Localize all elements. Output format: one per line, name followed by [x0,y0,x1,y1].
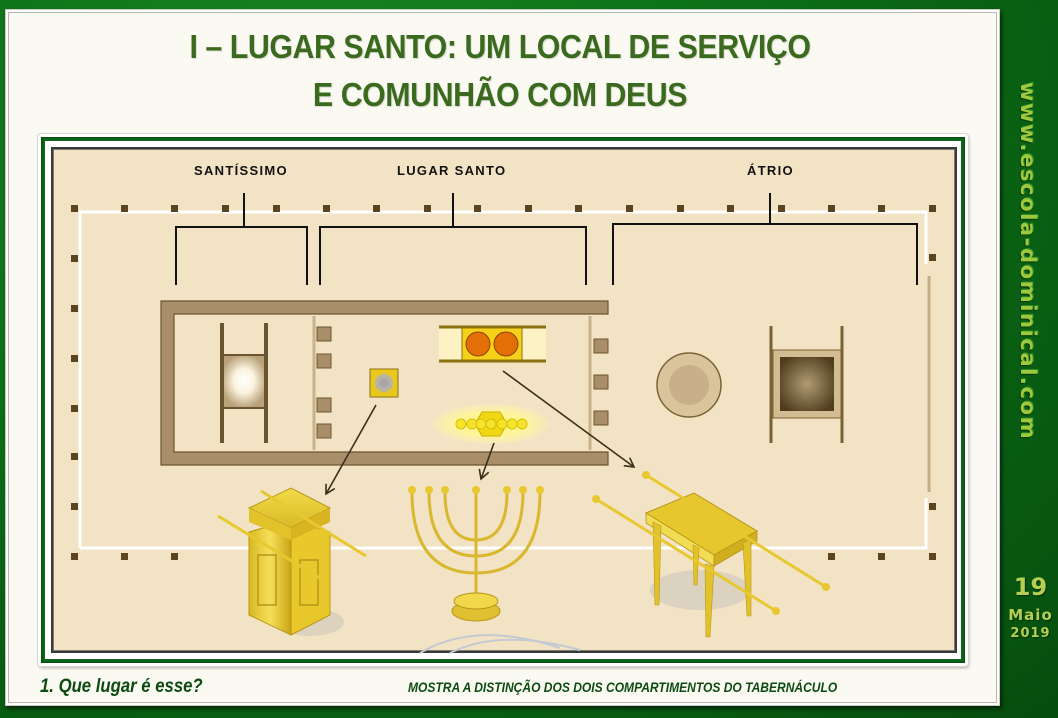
question-text: 1. Que lugar é esse? [40,676,203,697]
veil-pillars [316,326,609,439]
tabernacle-walls [160,300,609,466]
showbread-table-top-view [439,325,546,363]
caption-text: MOSTRA A DISTINÇÃO DOS DOIS COMPARTIMENT… [408,679,838,695]
menorah-illustration [408,486,581,654]
label-holy-of-holies: SANTÍSSIMO [194,163,288,178]
bronze-altar-top-view [769,326,844,443]
date-day: 19 [1013,573,1048,601]
label-courtyard: ÁTRIO [747,163,794,178]
pointer-arrows [325,370,636,496]
section-brackets [175,193,918,285]
incense-altar-top-view [369,368,399,398]
slide-title-line2: E COMUNHÃO COM DEUS [312,76,688,113]
altar-of-incense-illustration [217,487,367,636]
ark-top-view [220,323,268,443]
label-holy-place: LUGAR SANTO [397,163,507,178]
bronze-laver-top-view [656,352,722,418]
date-month: Maio [1008,606,1053,624]
slide-title-line1: I – LUGAR SANTO: UM LOCAL DE SERVIÇO [189,28,811,65]
date-year: 2019 [1010,626,1051,641]
table-of-showbread-illustration [592,471,830,638]
menorah-top-view [433,404,549,444]
fence-posts [71,205,936,560]
courtyard-fence [78,210,931,550]
